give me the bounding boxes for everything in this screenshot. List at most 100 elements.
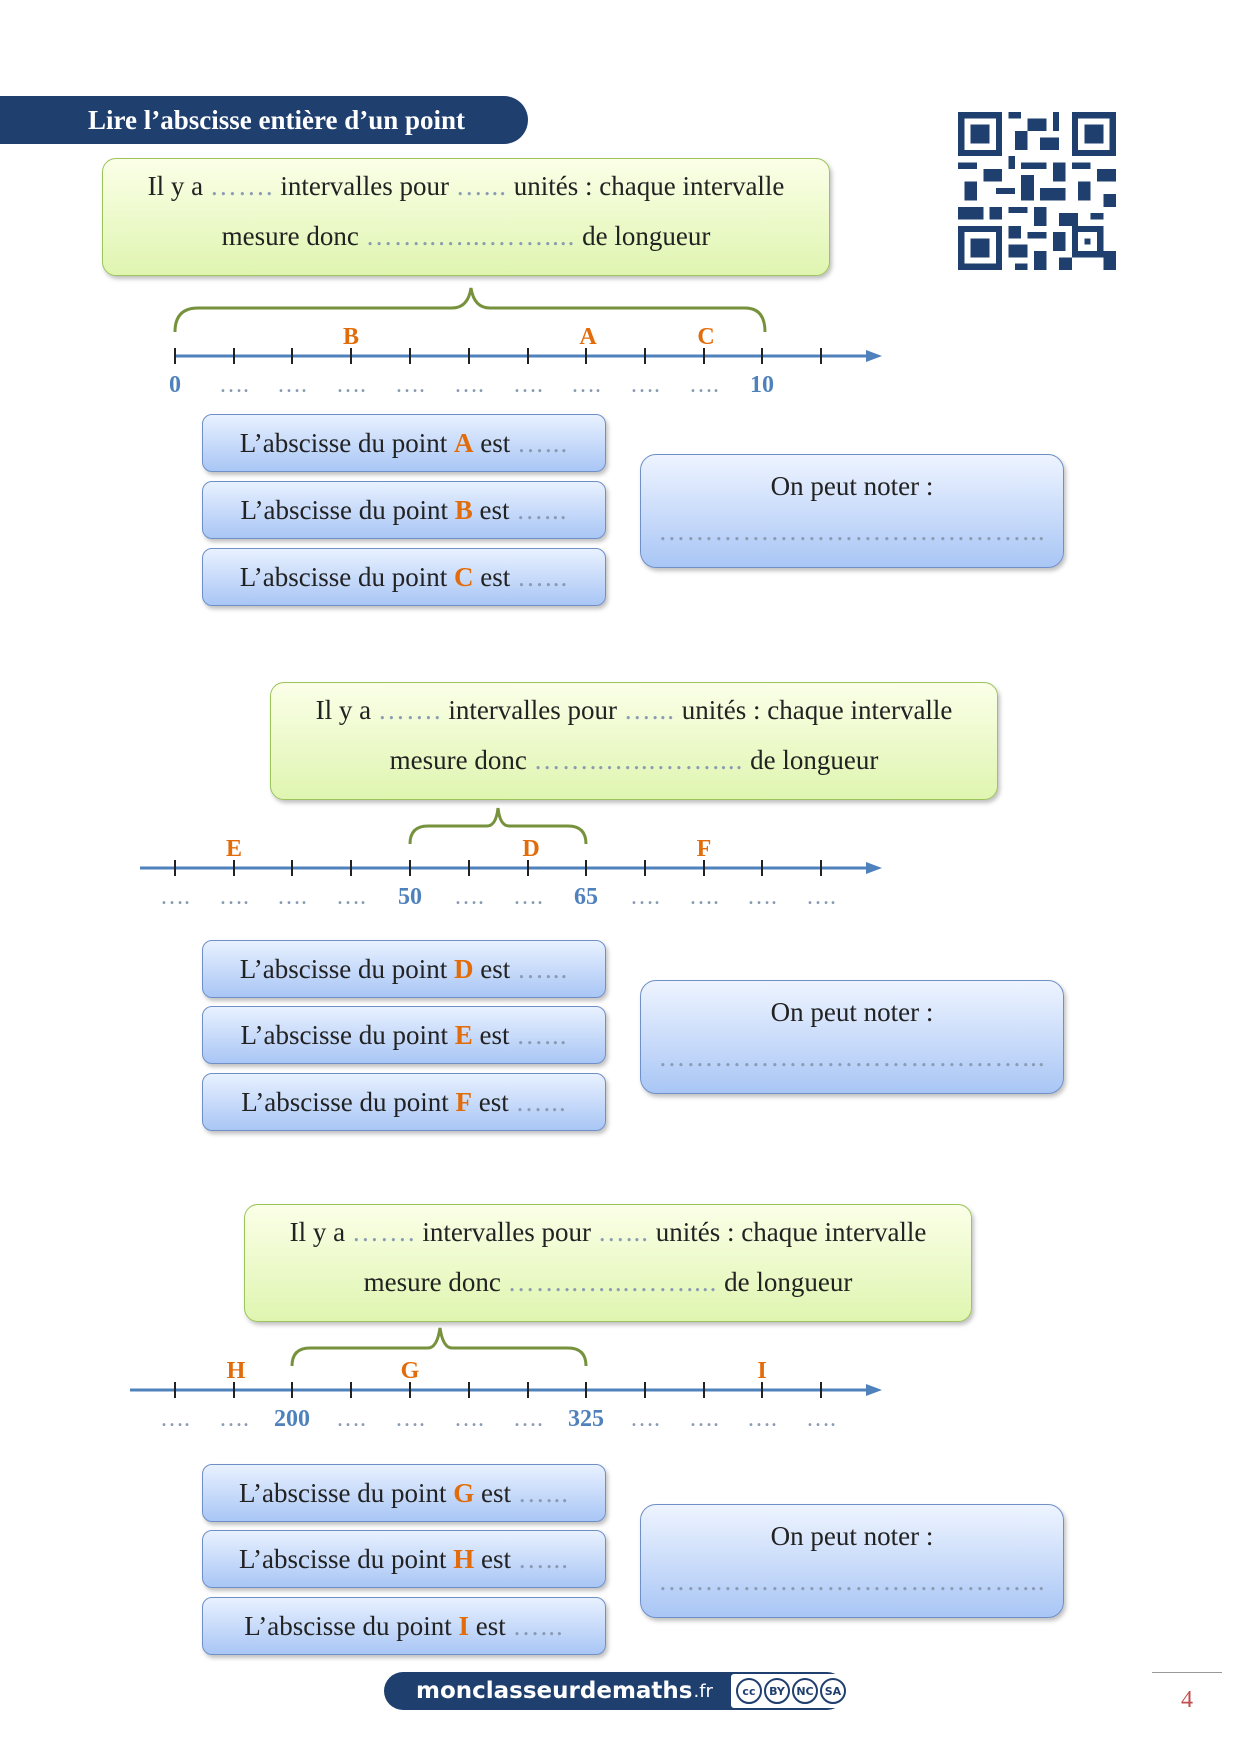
intervals-instruction-box-2: Il y a ……. intervalles pour …... unités … xyxy=(270,682,998,800)
blank[interactable]: ……. xyxy=(351,1217,416,1247)
text: intervalles pour xyxy=(422,1217,592,1247)
answer-blank[interactable]: …... xyxy=(512,1610,564,1641)
sentence-text: est xyxy=(481,1477,511,1508)
point-label-d: D xyxy=(522,836,539,862)
tick-label-blank[interactable]: …. xyxy=(277,372,307,398)
text: de longueur xyxy=(582,221,711,251)
tick-label-blank[interactable]: …. xyxy=(336,884,366,910)
blank[interactable]: ……. xyxy=(377,695,442,725)
cc-license-badge: cc BY NC SA xyxy=(730,1674,851,1708)
number-line-3: H G I ….….200….….….….325….….….…. xyxy=(130,1327,882,1432)
tick-label-blank[interactable]: …. xyxy=(513,884,543,910)
text: unités : chaque intervalle xyxy=(655,1217,927,1247)
sentence-text: est xyxy=(480,427,511,458)
note-box-3: On peut noter : …………………………………... xyxy=(640,1504,1064,1618)
tick-label-value: 10 xyxy=(750,372,774,398)
tick-label-blank[interactable]: …. xyxy=(689,1406,719,1432)
sentence-text: est xyxy=(480,561,511,592)
text: Il y a xyxy=(289,1217,346,1247)
tick-label-blank[interactable]: …. xyxy=(806,1406,836,1432)
note-label: On peut noter : xyxy=(770,471,934,501)
tick-label-value: 200 xyxy=(274,1406,310,1432)
tick-label-blank[interactable]: …. xyxy=(336,1406,366,1432)
number-line-1: B A C 0….….….….….….….….….10 xyxy=(169,287,882,398)
abscissa-sentence-h: L’abscisse du point H est …... xyxy=(202,1530,606,1588)
nc-icon: NC xyxy=(791,1678,818,1704)
axis-arrow-3 xyxy=(866,1384,882,1396)
site-tld: .fr xyxy=(693,1680,713,1702)
page-number: 4 xyxy=(1152,1672,1222,1714)
sentence-text: L’abscisse du point xyxy=(240,1019,448,1050)
answer-blank[interactable]: …... xyxy=(515,1086,567,1117)
tick-label-blank[interactable]: …. xyxy=(277,884,307,910)
tick-label-blank[interactable]: …. xyxy=(219,1406,249,1432)
tick-label-blank[interactable]: …. xyxy=(630,1406,660,1432)
blank[interactable]: ……..…...…….... xyxy=(533,745,744,775)
tick-label-blank[interactable]: …. xyxy=(689,372,719,398)
tick-label-blank[interactable]: …. xyxy=(160,1406,190,1432)
blank[interactable]: ……. xyxy=(209,171,274,201)
sentence-text: L’abscisse du point xyxy=(239,953,448,984)
tick-label-blank[interactable]: …. xyxy=(571,372,601,398)
answer-blank[interactable]: …... xyxy=(516,1019,568,1050)
tick-label-blank[interactable]: …. xyxy=(219,884,249,910)
tick-label-blank[interactable]: …. xyxy=(336,372,366,398)
point-label-i: I xyxy=(757,1358,766,1384)
tick-label-blank[interactable]: …. xyxy=(395,372,425,398)
tick-label-value: 0 xyxy=(169,372,181,398)
tick-label-blank[interactable]: …. xyxy=(806,884,836,910)
cc-icon: cc xyxy=(735,1678,762,1704)
note-blank[interactable]: …………………………………... xyxy=(658,516,1046,546)
blank[interactable]: ……..…...…….... xyxy=(507,1267,718,1297)
page-title: Lire l’abscisse entière d’un point xyxy=(0,96,528,144)
tick-label-blank[interactable]: …. xyxy=(160,884,190,910)
text: mesure donc xyxy=(389,745,527,775)
note-label: On peut noter : xyxy=(770,1521,934,1551)
tick-label-blank[interactable]: …. xyxy=(630,372,660,398)
tick-label-blank[interactable]: …. xyxy=(454,1406,484,1432)
point-label-f: F xyxy=(697,836,712,862)
text: mesure donc xyxy=(221,221,359,251)
point-name: G xyxy=(453,1477,475,1508)
answer-blank[interactable]: …... xyxy=(516,427,569,458)
tick-label-blank[interactable]: …. xyxy=(454,372,484,398)
tick-label-blank[interactable]: …. xyxy=(747,1406,777,1432)
answer-blank[interactable]: …... xyxy=(517,1543,569,1574)
answer-blank[interactable]: …... xyxy=(516,953,569,984)
qr-code xyxy=(958,112,1116,270)
sentence-text: L’abscisse du point xyxy=(239,1477,447,1508)
tick-label-blank[interactable]: …. xyxy=(513,1406,543,1432)
tick-label-blank[interactable]: …. xyxy=(747,884,777,910)
sentence-text: L’abscisse du point xyxy=(239,427,448,458)
point-name: H xyxy=(453,1543,475,1574)
tick-label-blank[interactable]: …. xyxy=(630,884,660,910)
tick-label-blank[interactable]: …. xyxy=(454,884,484,910)
blank[interactable]: …... xyxy=(623,695,676,725)
note-blank[interactable]: …………………………………... xyxy=(658,1042,1046,1072)
point-name: F xyxy=(455,1086,472,1117)
axis-arrow-1 xyxy=(866,350,882,362)
point-label-c: C xyxy=(697,324,714,350)
tick-label-value: 50 xyxy=(398,884,422,910)
abscissa-sentence-i: L’abscisse du point I est …... xyxy=(202,1597,606,1655)
tick-label-blank[interactable]: …. xyxy=(513,372,543,398)
site-footer[interactable]: monclasseurdemaths.fr cc BY NC SA xyxy=(384,1672,851,1710)
sentence-text: L’abscisse du point xyxy=(244,1610,452,1641)
sentence-text: est xyxy=(479,1019,510,1050)
blank[interactable]: …... xyxy=(455,171,508,201)
brace-2 xyxy=(408,807,588,845)
brace-3 xyxy=(290,1327,588,1367)
tick-label-blank[interactable]: …. xyxy=(219,372,249,398)
text: Il y a xyxy=(147,171,204,201)
intervals-instruction-box-3: Il y a ……. intervalles pour …... unités … xyxy=(244,1204,972,1322)
tick-label-blank[interactable]: …. xyxy=(689,884,719,910)
blank[interactable]: …... xyxy=(597,1217,650,1247)
answer-blank[interactable]: …... xyxy=(517,1477,569,1508)
answer-blank[interactable]: …... xyxy=(516,561,569,592)
blank[interactable]: ……..…...…….... xyxy=(365,221,576,251)
tick-label-blank[interactable]: …. xyxy=(395,1406,425,1432)
sentence-text: L’abscisse du point xyxy=(239,1543,447,1574)
note-blank[interactable]: …………………………………... xyxy=(658,1566,1046,1596)
answer-blank[interactable]: …... xyxy=(516,494,568,525)
sentence-text: est xyxy=(478,1086,509,1117)
